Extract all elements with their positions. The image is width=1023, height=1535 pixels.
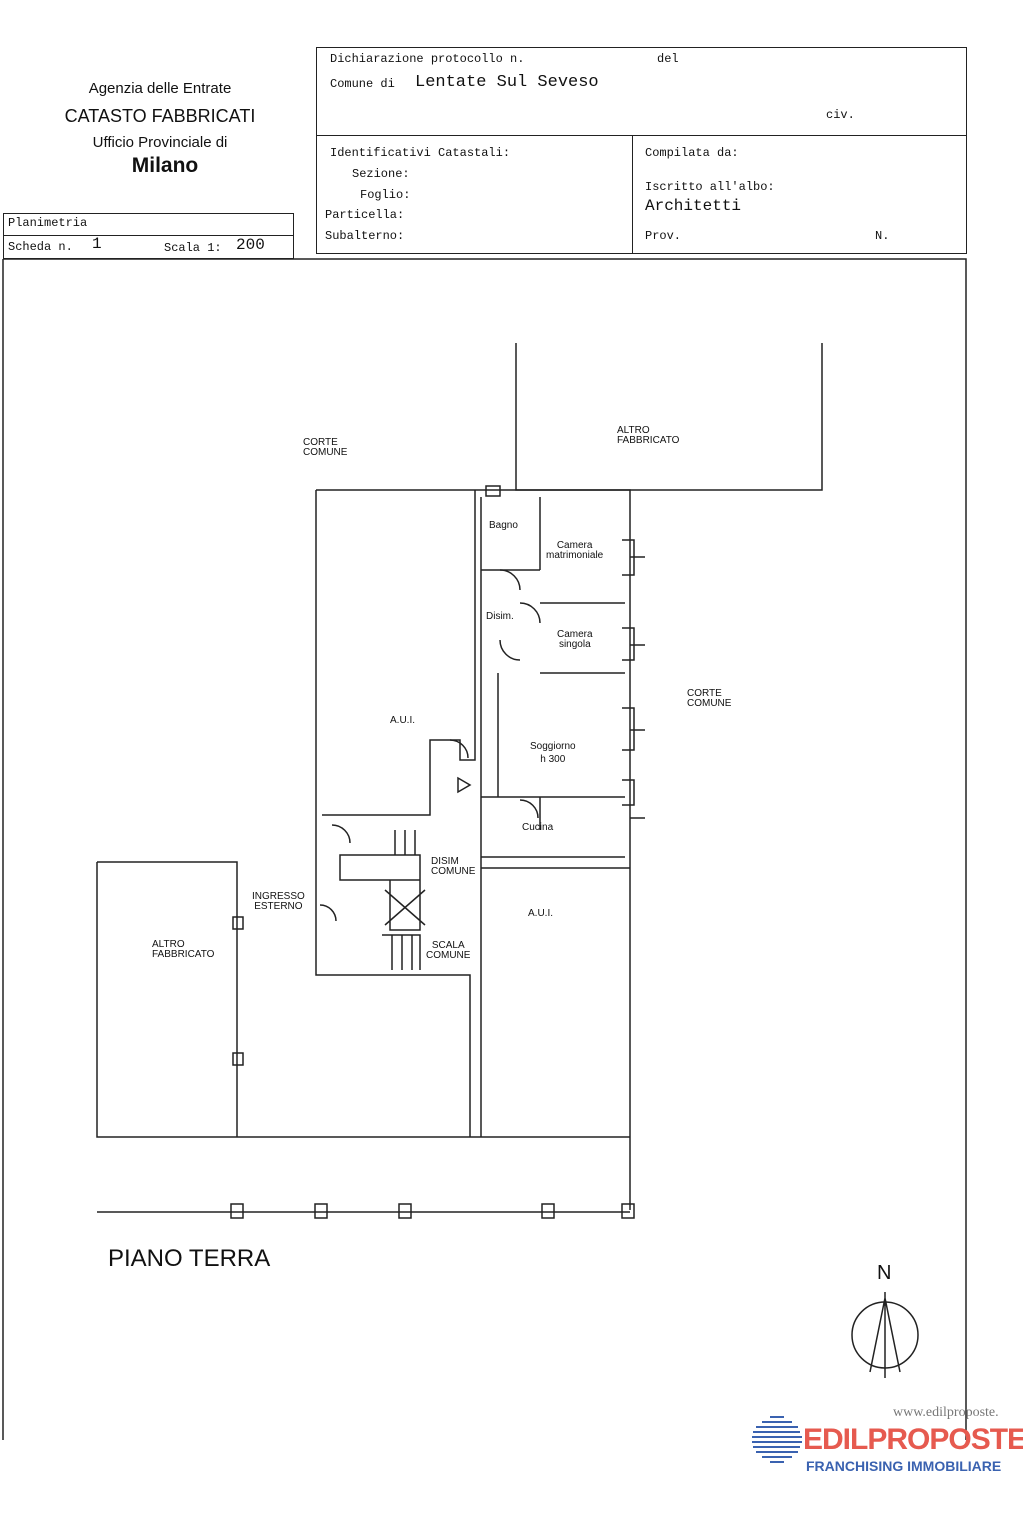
prov-label: Prov. (645, 229, 682, 243)
building-outline (315, 489, 631, 1210)
room-cucina: Cucina (522, 822, 554, 833)
drawing-frame (2, 258, 967, 1440)
del-label: del (657, 52, 679, 66)
room-disim: Disim. (486, 611, 514, 622)
foglio-label: Foglio: (360, 188, 411, 202)
albo-label: Iscritto all'albo: (645, 180, 775, 194)
apartment-walls (480, 497, 630, 869)
civ-label: civ. (826, 108, 855, 122)
sheet-type: Planimetria (8, 216, 88, 230)
scheda-label: Scheda n. (8, 240, 73, 254)
particella-label: Particella: (325, 208, 405, 222)
watermark-brand: EDILPROPOSTE (803, 1423, 1023, 1456)
watermark-url: www.edilproposte. (893, 1405, 999, 1420)
north-label: N (877, 1262, 892, 1284)
windows (622, 539, 645, 819)
agency-name: Agenzia delle Entrate (88, 80, 232, 97)
altro-fabbricato-north (515, 343, 823, 491)
agency-department: CATASTO FABBRICATI (64, 106, 256, 126)
agency-office: Ufficio Provinciale di (92, 134, 228, 151)
altro-fabbricato-west (96, 861, 630, 1138)
doors (319, 569, 541, 922)
watermark-tagline: FRANCHISING IMMOBILIARE (806, 1458, 1002, 1474)
protocol-label: Dichiarazione protocollo n. (330, 52, 525, 66)
room-aui-1: A.U.I. (390, 715, 416, 726)
comune-label: Comune di (330, 77, 395, 91)
n-label: N. (875, 229, 890, 243)
room-aui-2: A.U.I. (528, 908, 554, 919)
form-box (316, 47, 967, 254)
compilata-label: Compilata da: (645, 146, 739, 160)
floor-title: PIANO TERRA (108, 1245, 271, 1272)
entrance-arrow (457, 776, 472, 794)
sezione-label: Sezione: (352, 167, 410, 181)
pillars (230, 485, 635, 1219)
subalterno-label: Subalterno: (325, 229, 405, 243)
albo-value: Architetti (645, 197, 742, 215)
stairs (339, 830, 426, 970)
scala-value: 200 (236, 236, 265, 254)
comune-value: Lentate Sul Seveso (415, 73, 599, 92)
agency-city: Milano (131, 154, 199, 177)
north-arrow-icon (851, 1292, 919, 1378)
room-bagno: Bagno (489, 520, 518, 531)
scheda-value: 1 (92, 235, 102, 253)
scala-label: Scala 1: (164, 241, 222, 255)
ident-label: Identificativi Catastali: (330, 146, 511, 160)
aui-wall (322, 490, 476, 816)
